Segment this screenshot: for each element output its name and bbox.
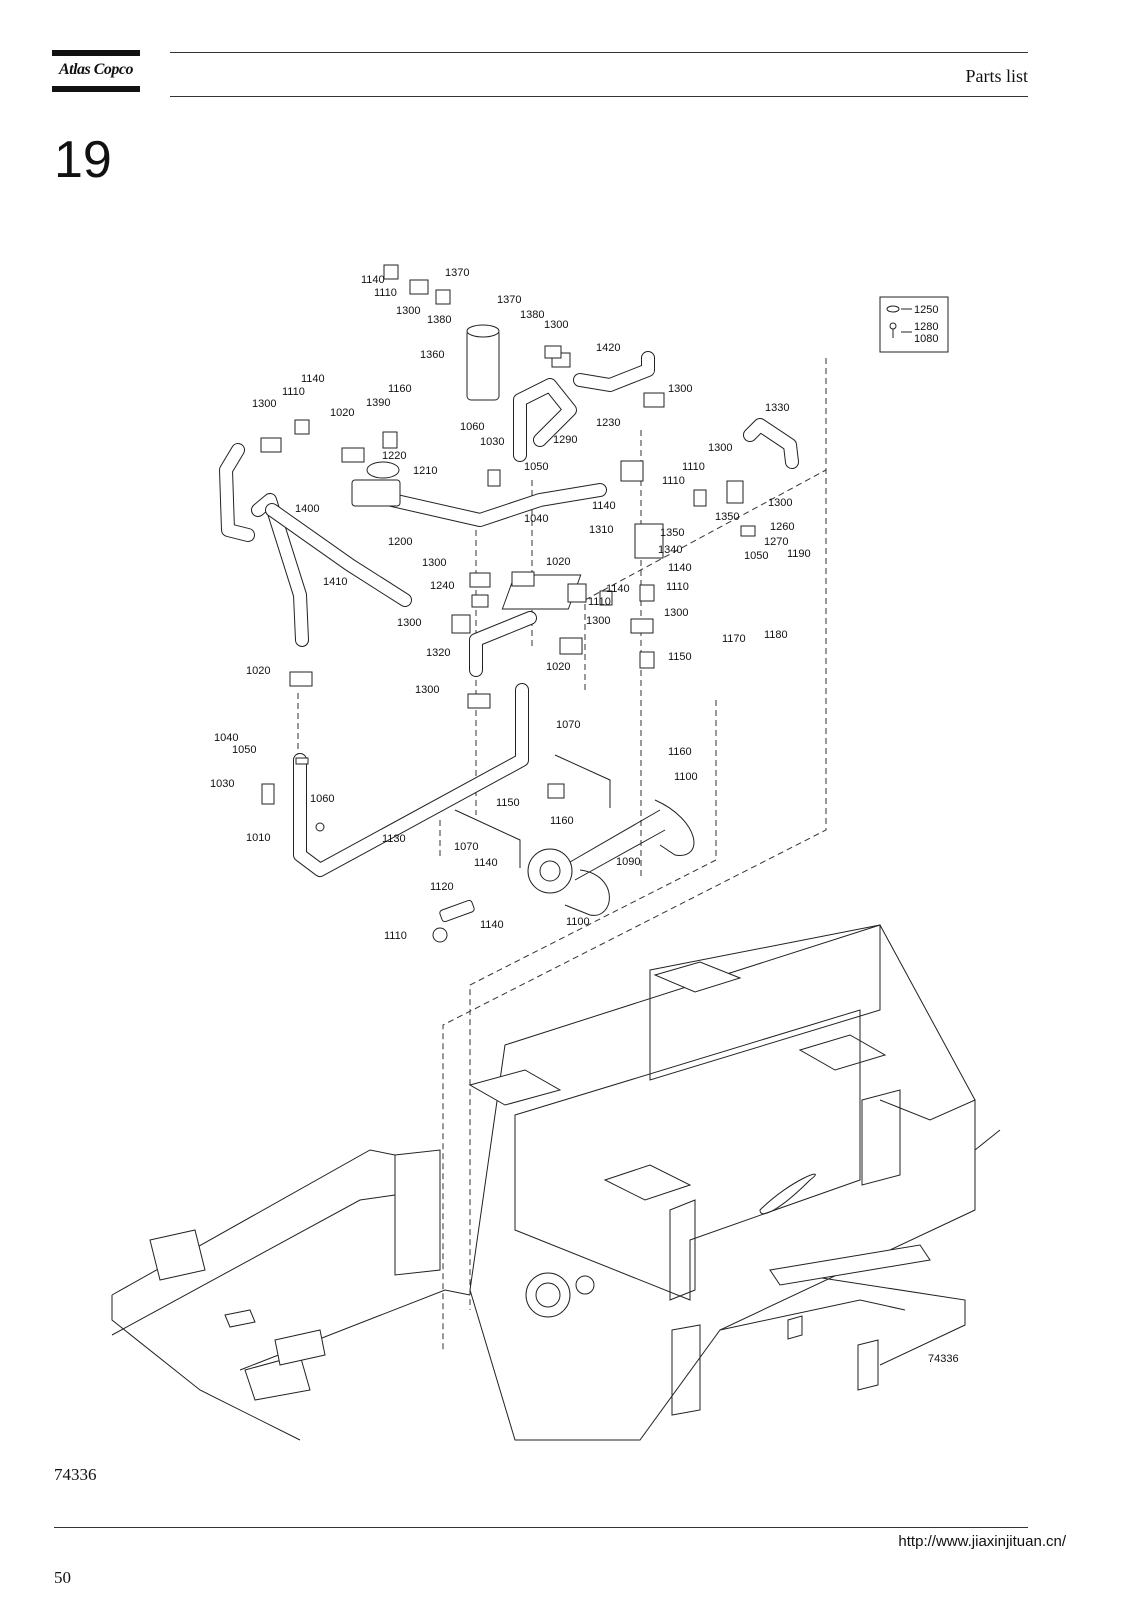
part-label-1300: 1300 xyxy=(708,442,732,454)
part-label-74336: 74336 xyxy=(928,1353,959,1365)
legend-label-1280: 1280 xyxy=(914,321,938,333)
legend-label-1080: 1080 xyxy=(914,333,938,345)
part-label-1140: 1140 xyxy=(592,500,616,512)
part-label-1360: 1360 xyxy=(420,349,444,361)
part-label-1070: 1070 xyxy=(556,719,580,731)
part-label-1380: 1380 xyxy=(520,309,544,321)
part-label-1040: 1040 xyxy=(214,732,238,744)
part-label-1300: 1300 xyxy=(586,615,610,627)
part-label-1220: 1220 xyxy=(382,450,406,462)
part-label-1040: 1040 xyxy=(524,513,548,525)
part-label-1190: 1190 xyxy=(787,548,811,560)
part-label-1140: 1140 xyxy=(301,373,325,385)
part-label-1140: 1140 xyxy=(361,274,385,286)
part-label-1390: 1390 xyxy=(366,397,390,409)
part-label-1130: 1130 xyxy=(382,833,406,845)
part-number-labels: 1140111013001380137013701380130013601420… xyxy=(210,267,959,1365)
part-label-1180: 1180 xyxy=(764,629,788,641)
part-label-1160: 1160 xyxy=(668,746,692,758)
part-label-1300: 1300 xyxy=(768,497,792,509)
part-label-1140: 1140 xyxy=(474,857,498,869)
component-shapes xyxy=(260,264,756,943)
part-label-1160: 1160 xyxy=(550,815,574,827)
part-label-1020: 1020 xyxy=(546,556,570,568)
part-label-1320: 1320 xyxy=(426,647,450,659)
part-label-1150: 1150 xyxy=(668,651,692,663)
part-label-1330: 1330 xyxy=(765,402,789,414)
header-rule-top xyxy=(170,52,1028,53)
header-title: Parts list xyxy=(965,66,1028,86)
part-label-1060: 1060 xyxy=(460,421,484,433)
part-label-1050: 1050 xyxy=(744,550,768,562)
part-label-1290: 1290 xyxy=(553,434,577,446)
part-label-1050: 1050 xyxy=(524,461,548,473)
part-label-1160: 1160 xyxy=(388,383,412,395)
part-label-1120: 1120 xyxy=(430,881,454,893)
part-label-1310: 1310 xyxy=(589,524,613,536)
part-label-1200: 1200 xyxy=(388,536,412,548)
logo-bar-top xyxy=(52,50,140,56)
part-label-1170: 1170 xyxy=(722,633,746,645)
part-label-1400: 1400 xyxy=(295,503,319,515)
part-label-1420: 1420 xyxy=(596,342,620,354)
hose-pipes xyxy=(219,351,799,916)
part-label-1030: 1030 xyxy=(480,436,504,448)
part-label-1240: 1240 xyxy=(430,580,454,592)
part-label-1110: 1110 xyxy=(384,930,407,942)
part-label-1110: 1110 xyxy=(282,386,305,398)
part-label-1110: 1110 xyxy=(374,287,397,299)
part-label-1100: 1100 xyxy=(674,771,698,783)
part-label-1270: 1270 xyxy=(764,536,788,548)
part-label-1210: 1210 xyxy=(413,465,437,477)
part-label-1340: 1340 xyxy=(658,544,682,556)
part-label-1020: 1020 xyxy=(546,661,570,673)
part-label-1300: 1300 xyxy=(544,319,568,331)
section-number: 19 xyxy=(54,131,112,189)
header-rule-bottom xyxy=(170,96,1028,97)
part-label-1370: 1370 xyxy=(445,267,469,279)
part-label-1060: 1060 xyxy=(310,793,334,805)
part-label-1380: 1380 xyxy=(427,314,451,326)
part-label-1010: 1010 xyxy=(246,832,270,844)
part-label-1140: 1140 xyxy=(480,919,504,931)
part-label-1070: 1070 xyxy=(454,841,478,853)
part-label-1090: 1090 xyxy=(616,856,640,868)
drawing-number: 74336 xyxy=(54,1465,97,1484)
footer-rule xyxy=(54,1527,1028,1528)
page-number: 50 xyxy=(54,1568,71,1587)
part-label-1110: 1110 xyxy=(666,581,689,593)
part-label-1300: 1300 xyxy=(252,398,276,410)
part-label-1110: 1110 xyxy=(662,475,685,487)
part-label-1300: 1300 xyxy=(415,684,439,696)
legend-box: 1250 1280 1080 xyxy=(879,296,949,353)
part-label-1300: 1300 xyxy=(396,305,420,317)
part-label-1300: 1300 xyxy=(397,617,421,629)
part-label-1300: 1300 xyxy=(422,557,446,569)
part-label-1260: 1260 xyxy=(770,521,794,533)
part-label-1110: 1110 xyxy=(588,596,611,608)
footer-url: http://www.jiaxinjituan.cn/ xyxy=(898,1533,1066,1550)
part-label-1030: 1030 xyxy=(210,778,234,790)
logo-text: Atlas Copco xyxy=(58,61,134,78)
part-label-1150: 1150 xyxy=(496,797,520,809)
part-label-1230: 1230 xyxy=(596,417,620,429)
part-label-1020: 1020 xyxy=(330,407,354,419)
part-label-1350: 1350 xyxy=(715,511,739,523)
legend-label-1250: 1250 xyxy=(914,304,938,316)
logo-bar-bottom xyxy=(52,86,140,92)
part-label-1300: 1300 xyxy=(664,607,688,619)
part-label-1050: 1050 xyxy=(232,744,256,756)
part-label-1020: 1020 xyxy=(246,665,270,677)
part-label-1370: 1370 xyxy=(497,294,521,306)
part-label-1140: 1140 xyxy=(668,562,692,574)
part-label-1410: 1410 xyxy=(323,576,347,588)
part-label-1100: 1100 xyxy=(566,916,590,928)
part-label-1350: 1350 xyxy=(660,527,684,539)
machine-frame-drawing xyxy=(111,924,1001,1441)
part-label-1110: 1110 xyxy=(682,461,705,473)
atlas-copco-logo: Atlas Copco xyxy=(52,50,140,92)
part-label-1140: 1140 xyxy=(606,583,630,595)
part-label-1300: 1300 xyxy=(668,383,692,395)
